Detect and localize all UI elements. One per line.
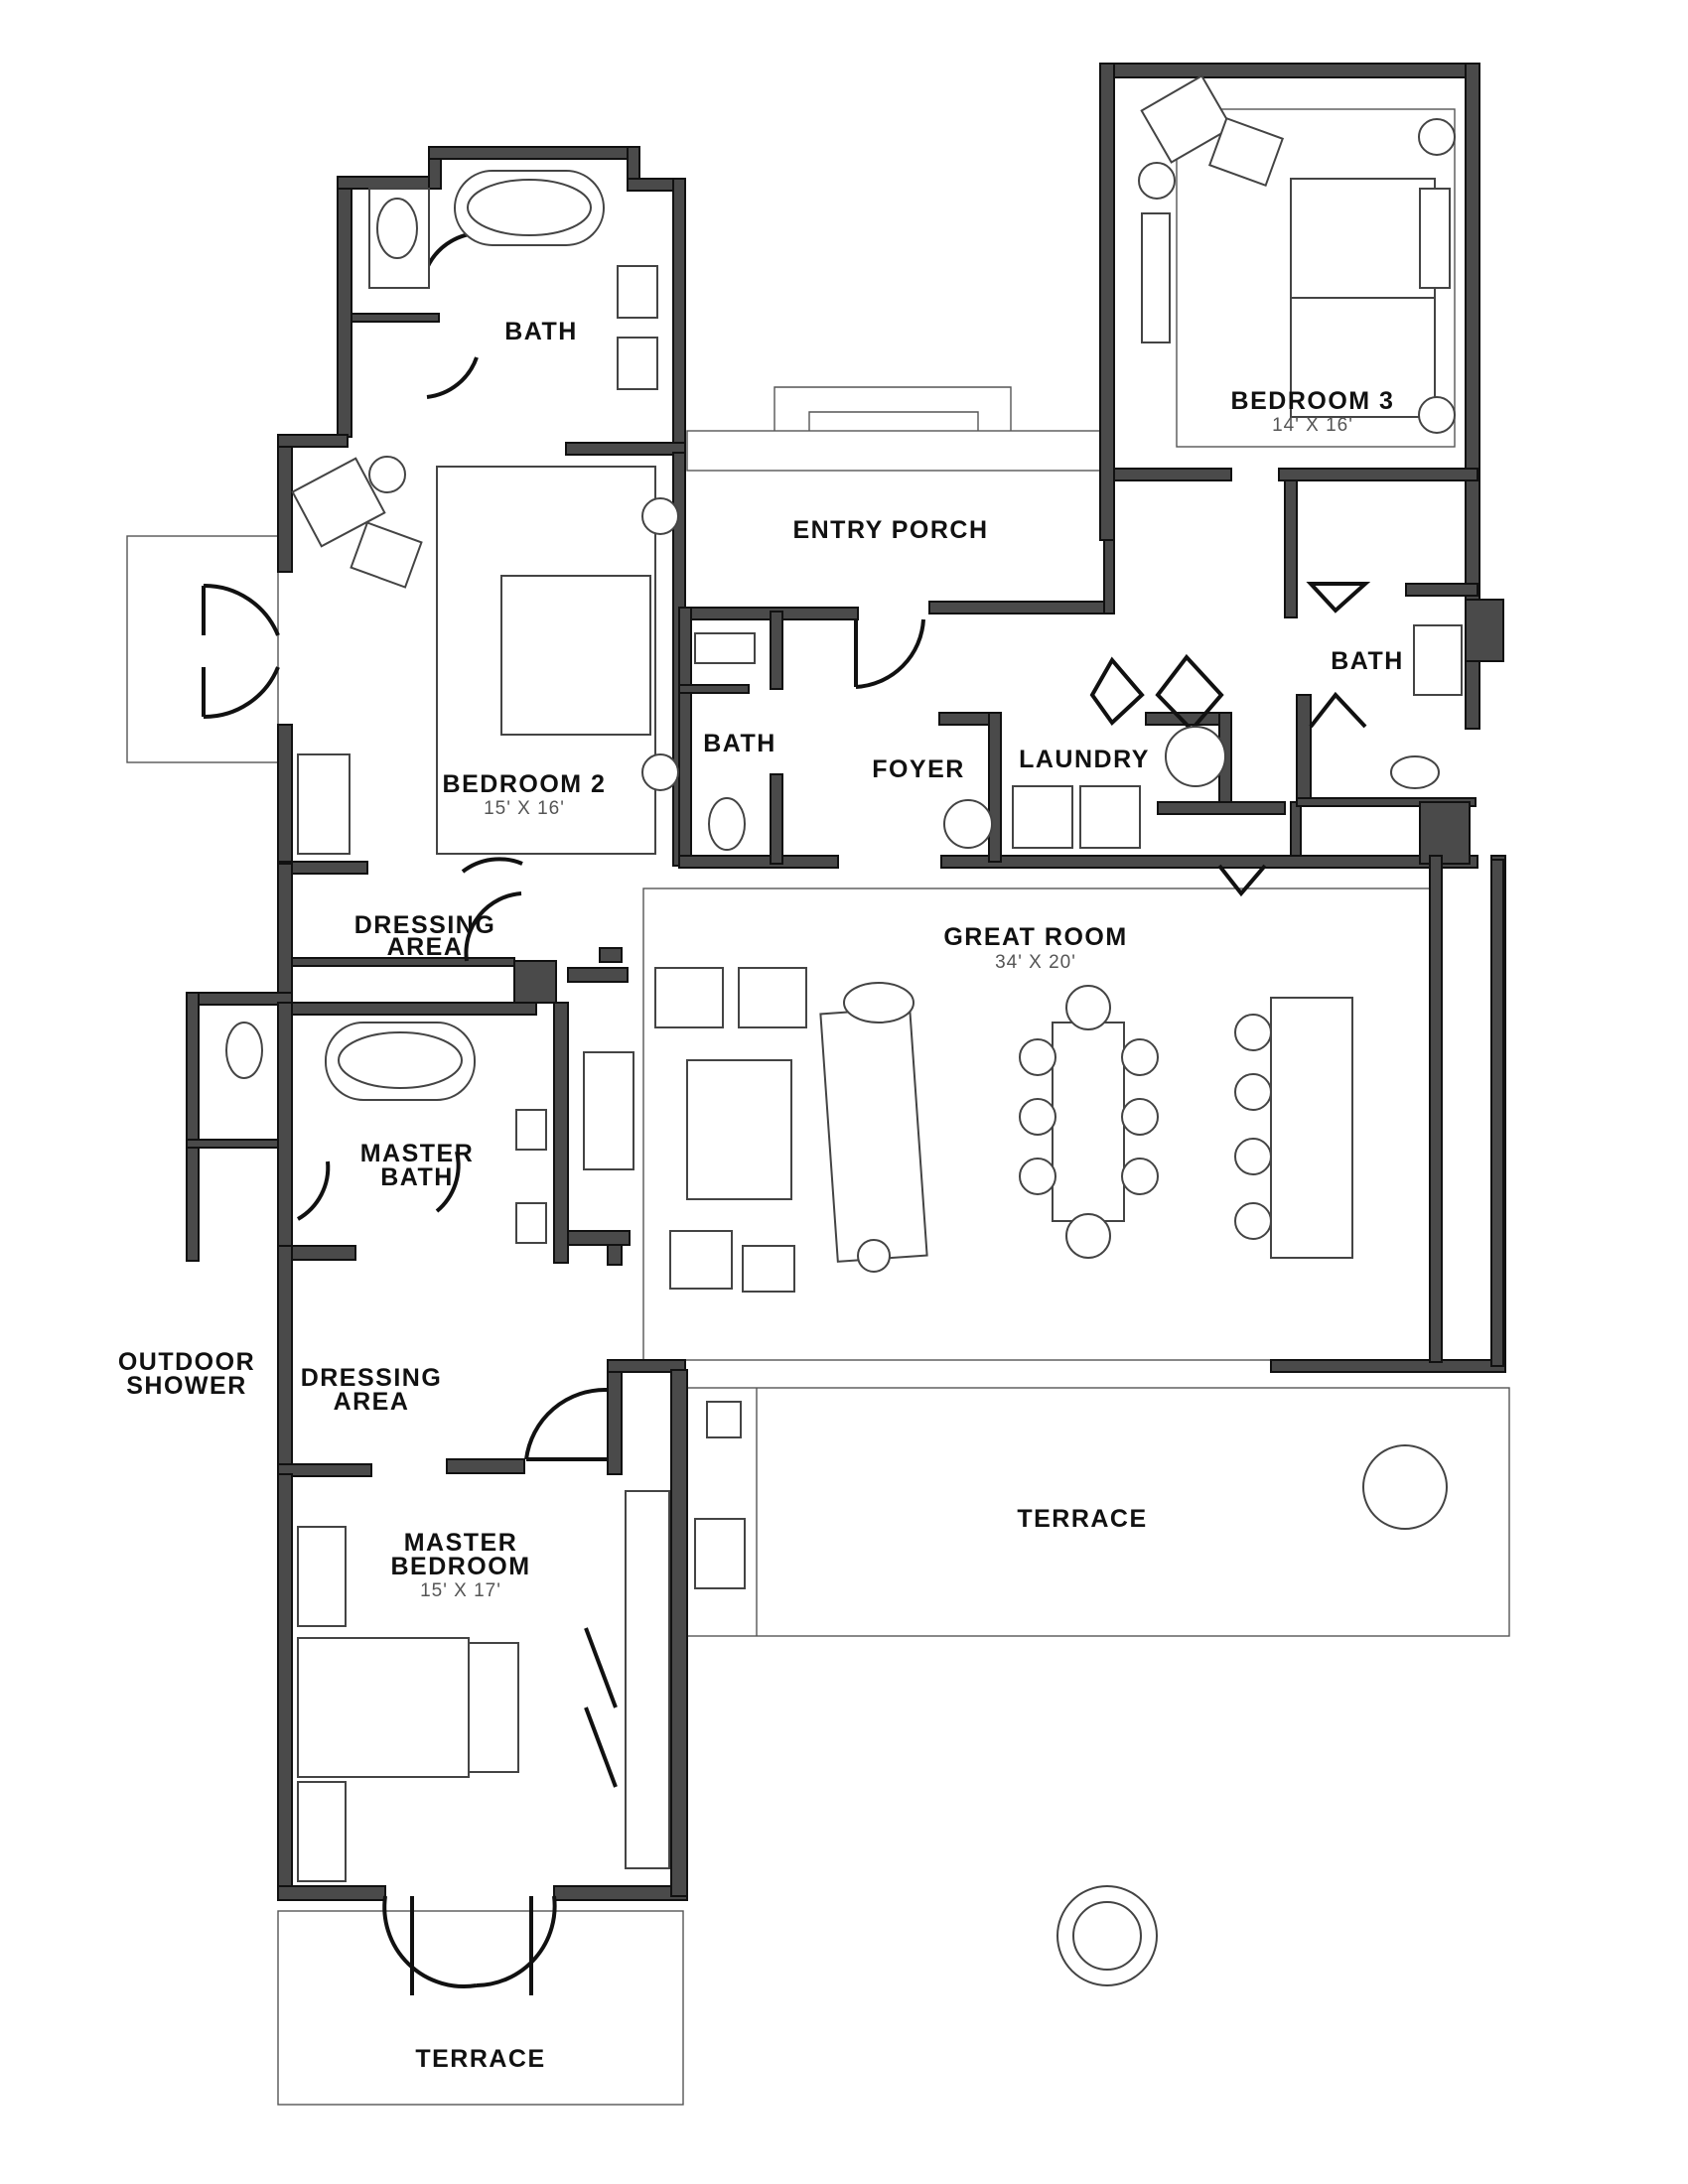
dim-bedroom-3: 14' X 16'	[1272, 415, 1353, 436]
dim-bedroom-2: 15' X 16'	[484, 798, 565, 819]
label-master-bath-2: BATH	[380, 1163, 454, 1191]
label-dressing-bottom-1: DRESSING	[301, 1364, 443, 1392]
label-bedroom-2: BEDROOM 2	[443, 770, 607, 798]
label-outdoor-shower-2: SHOWER	[126, 1372, 247, 1400]
label-foyer: FOYER	[872, 755, 965, 783]
label-master-bath-1: MASTER	[360, 1140, 475, 1167]
label-laundry: LAUNDRY	[1019, 746, 1150, 773]
label-entry-porch: ENTRY PORCH	[792, 516, 988, 544]
doors	[202, 231, 1371, 1995]
label-dressing-bottom-2: AREA	[334, 1388, 410, 1416]
label-dressing-top-1: DRESSING	[354, 911, 496, 939]
label-terrace-main: TERRACE	[1017, 1505, 1147, 1533]
label-bath-small: BATH	[703, 730, 776, 757]
dim-great-room: 34' X 20'	[995, 952, 1076, 973]
label-master-bedroom-1: MASTER	[404, 1529, 518, 1557]
label-bath-top: BATH	[504, 318, 578, 345]
walls	[186, 63, 1506, 1901]
label-outdoor-shower-1: OUTDOOR	[118, 1348, 255, 1376]
room-labels: BATH BEDROOM 3 14' X 16' ENTRY PORCH BED…	[118, 318, 1404, 2073]
furniture	[225, 74, 1463, 1986]
label-master-bedroom-2: BEDROOM	[390, 1553, 530, 1580]
label-dressing-top-2: AREA	[387, 933, 464, 961]
dim-master-bedroom: 15' X 17'	[420, 1580, 501, 1601]
label-bath-right: BATH	[1331, 647, 1404, 675]
label-bedroom-3: BEDROOM 3	[1231, 387, 1395, 415]
label-terrace-bottom: TERRACE	[415, 2045, 545, 2073]
label-great-room: GREAT ROOM	[943, 923, 1127, 951]
